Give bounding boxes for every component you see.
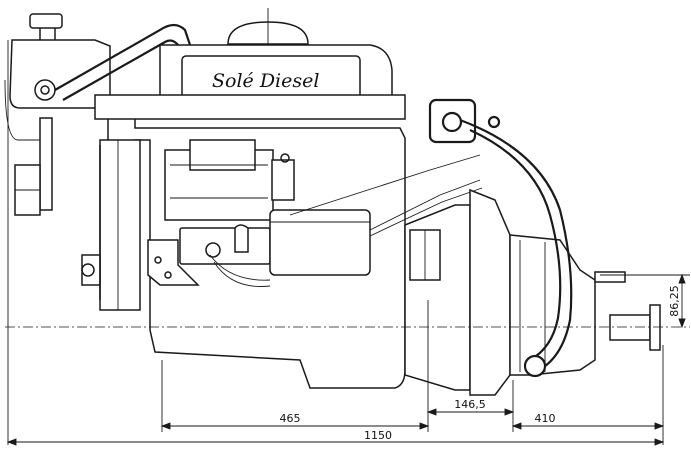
filler-cap bbox=[227, 8, 309, 45]
output-shaft bbox=[594, 271, 661, 351]
gearbox bbox=[404, 188, 596, 396]
thermostat-housing bbox=[14, 79, 56, 216]
dimension-465: 465 bbox=[280, 412, 301, 425]
dimension-lines bbox=[6, 40, 690, 446]
dimension-146-5: 146,5 bbox=[454, 398, 486, 411]
heat-exchanger-pipe bbox=[428, 98, 573, 378]
engine-block bbox=[94, 94, 406, 389]
brand-label: Solé Diesel bbox=[212, 70, 319, 92]
dimension-410: 410 bbox=[535, 412, 556, 425]
fuel-lines bbox=[209, 154, 483, 287]
front-pulley bbox=[81, 145, 101, 300]
dimension-1150: 1150 bbox=[364, 429, 392, 442]
dimension-86-25: 86,25 bbox=[668, 285, 681, 317]
header-tank bbox=[4, 13, 111, 141]
